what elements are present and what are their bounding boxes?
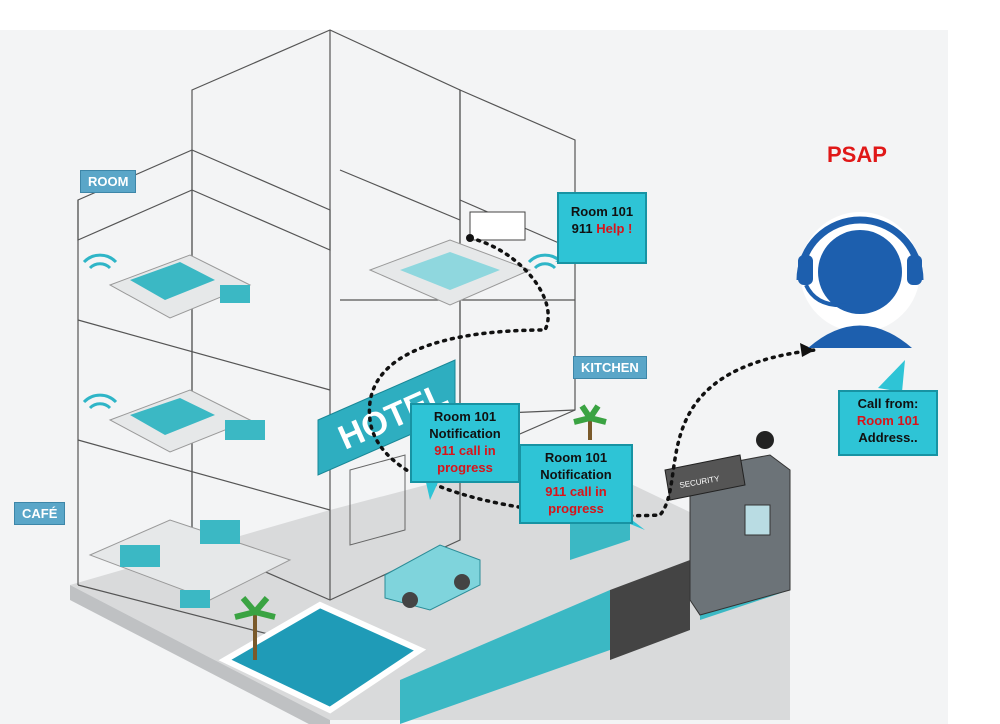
- callout-text: 911: [571, 220, 597, 236]
- callout-line: progress: [548, 500, 604, 516]
- ground-edge: [70, 585, 330, 724]
- cafe-area-label: CAFÉ: [14, 502, 66, 525]
- psap-call-from-callout: Call from: Room 101 Address..: [838, 390, 938, 456]
- callout-line: 911 call in: [545, 483, 607, 499]
- callout-line: Call from:: [857, 396, 919, 411]
- room-101: [368, 211, 532, 306]
- notification-callout: Room 101 Notification 911 call in progre…: [410, 403, 520, 483]
- call-route-arrowhead: [800, 343, 815, 357]
- callout-line: Address..: [858, 429, 918, 445]
- car-icon: [384, 544, 481, 611]
- room-area-label: ROOM: [80, 170, 137, 193]
- callout-line: 911 call in: [434, 442, 496, 458]
- notification-callout: Room 101 Notification 911 call in progre…: [519, 444, 633, 524]
- cafe-floor: [88, 519, 292, 608]
- callout-line: Room 101: [433, 409, 497, 424]
- call-route-dotted-line: [367, 236, 817, 518]
- notification-callout-tail: [425, 478, 440, 500]
- kitchen-area-label: KITCHEN: [573, 356, 647, 379]
- callout-line: Room 101: [570, 204, 634, 219]
- cctv-camera-icon: [756, 431, 774, 449]
- callout-line: Notification: [540, 466, 612, 482]
- security-booth: SECURITY: [664, 431, 791, 616]
- psap-title: PSAP: [827, 142, 887, 167]
- room-101-help-callout: Room 101 911 Help !: [557, 192, 647, 264]
- callout-line: progress: [437, 459, 493, 475]
- guest-room-floor: [108, 254, 265, 453]
- help-text: Help !: [596, 220, 633, 236]
- callout-line: 911 Help !: [559, 221, 645, 238]
- callout-line: Room 101: [544, 450, 608, 465]
- psap-callout-tail: [878, 360, 905, 392]
- swimming-pool: [218, 601, 427, 714]
- callout-line: Notification: [429, 425, 501, 441]
- callout-line: Room 101: [856, 412, 920, 428]
- wifi-icon: [82, 253, 563, 410]
- psap-operator-headset-icon: [796, 212, 924, 348]
- palm-tree-icon: [234, 404, 607, 660]
- lobby-door: [349, 454, 406, 546]
